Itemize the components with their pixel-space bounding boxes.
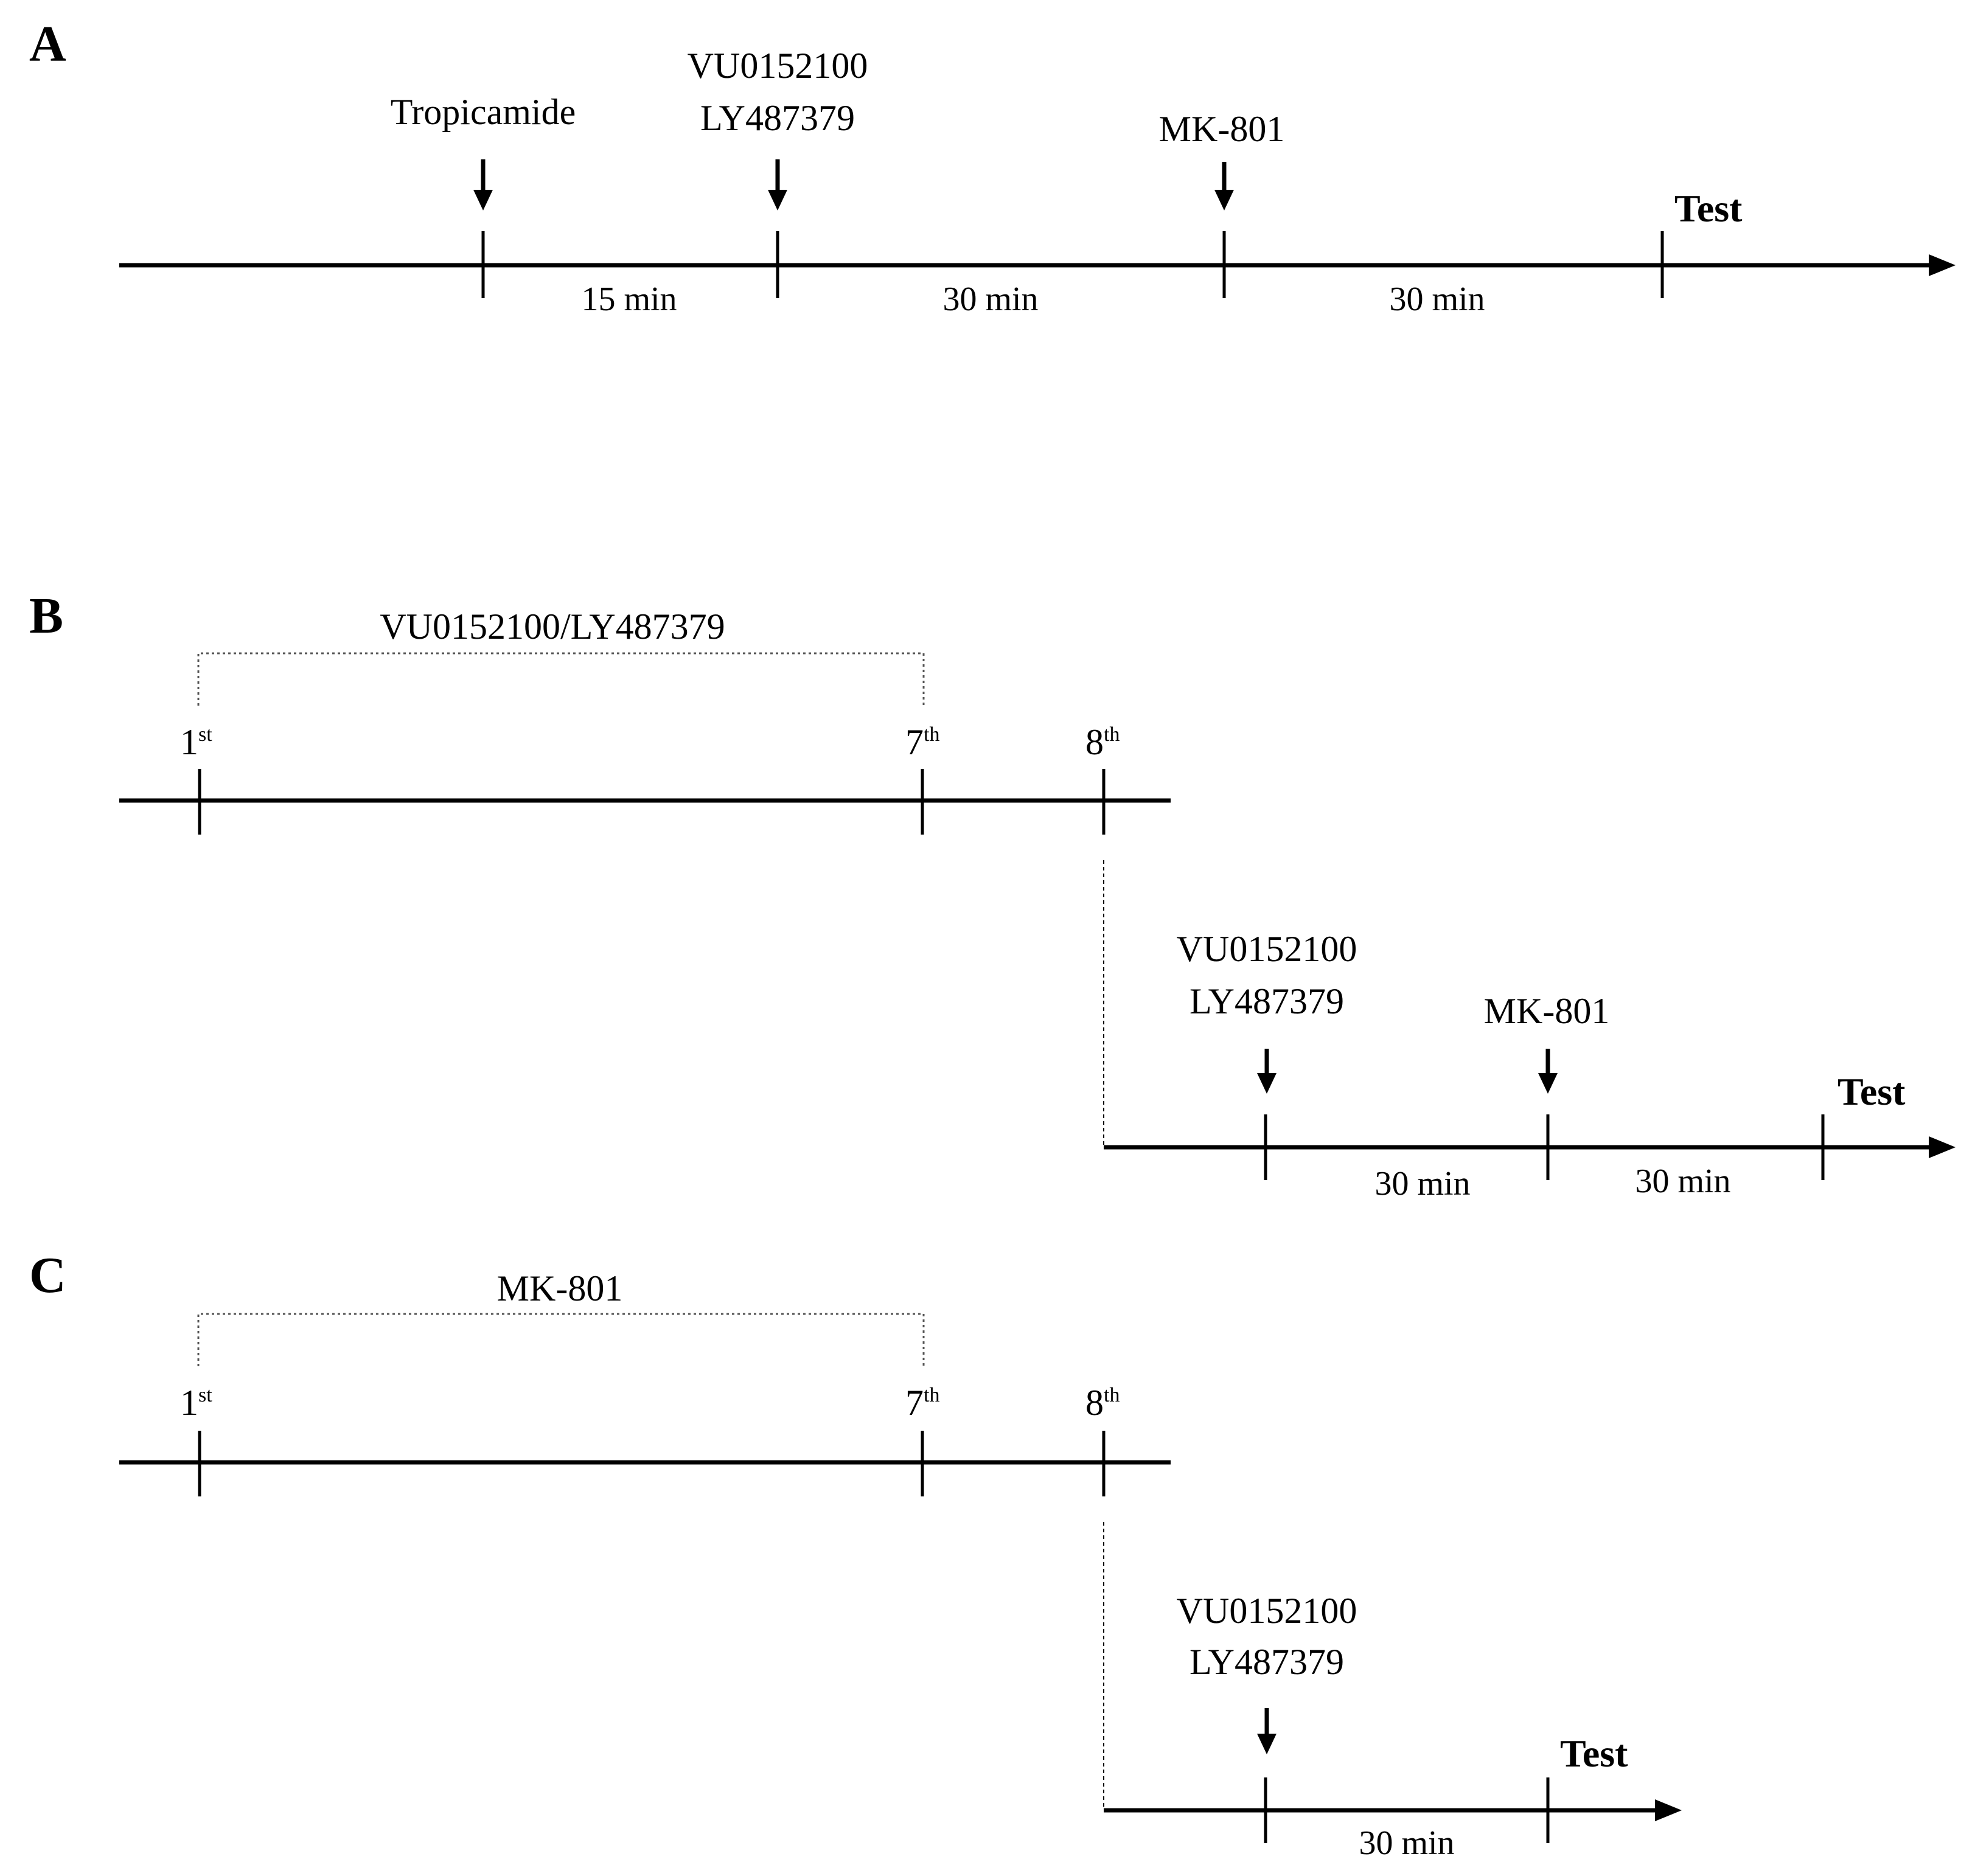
panel-b-day-8-number: 8 bbox=[1085, 722, 1104, 762]
panel-b-mk801-label: MK-801 bbox=[1484, 991, 1610, 1031]
panel-b-drug-label-line2: LY487379 bbox=[1190, 981, 1344, 1021]
panel-b-day-1-suffix: st bbox=[198, 723, 212, 746]
panel-c-day-1-number: 1 bbox=[180, 1383, 198, 1423]
panel-c-day-1-label: 1st bbox=[180, 1383, 212, 1423]
panel-a-test-label: Test bbox=[1674, 187, 1743, 230]
panel-b-arrow-drug bbox=[1257, 1049, 1277, 1094]
panel-c-arrow-drug bbox=[1257, 1708, 1277, 1754]
panel-c-day-8-number: 8 bbox=[1085, 1383, 1104, 1423]
panel-c-day-7-suffix: th bbox=[924, 1384, 939, 1406]
panel-c-day-8-label: 8th bbox=[1085, 1383, 1120, 1423]
panel-a-mk801-label: MK-801 bbox=[1159, 109, 1285, 149]
panel-b-arrow-mk801 bbox=[1538, 1049, 1558, 1094]
panel-b-day-7-suffix: th bbox=[924, 723, 939, 746]
panel-b-day-8-suffix: th bbox=[1104, 723, 1120, 746]
panel-c-drug-label-line1: VU0152100 bbox=[1177, 1591, 1357, 1631]
panel-c-day-1-suffix: st bbox=[198, 1384, 212, 1406]
panel-b-interval-2: 30 min bbox=[1635, 1162, 1730, 1200]
panel-b-day-7-label: 7th bbox=[905, 722, 939, 762]
panel-b-day-8-label: 8th bbox=[1085, 722, 1120, 762]
panel-a-letter: A bbox=[29, 16, 66, 72]
panel-a-tropicamide-label: Tropicamide bbox=[391, 92, 576, 132]
panel-b-axis-arrowhead bbox=[1929, 1136, 1956, 1158]
panel-a-drug-label-line1: VU0152100 bbox=[688, 46, 868, 86]
panel-b-letter: B bbox=[29, 588, 63, 644]
panel-a-interval-3: 30 min bbox=[1389, 280, 1485, 318]
panel-c-treatment-bracket bbox=[197, 1313, 925, 1366]
panel-c-test-label: Test bbox=[1560, 1732, 1628, 1775]
panel-a-arrow-tropicamide bbox=[473, 159, 493, 210]
panel-c-interval-1: 30 min bbox=[1359, 1824, 1454, 1862]
panel-c-day-8-suffix: th bbox=[1104, 1384, 1120, 1406]
panel-b-interval-1: 30 min bbox=[1374, 1165, 1470, 1203]
panel-c-day-7-number: 7 bbox=[905, 1383, 924, 1423]
panel-b-day-1-label: 1st bbox=[180, 722, 212, 762]
panel-c: C MK-801 1st 7th 8th VU0152100 LY487379 … bbox=[29, 1247, 1682, 1862]
panel-a-axis-arrowhead bbox=[1929, 254, 1956, 276]
panel-c-day-7-label: 7th bbox=[905, 1383, 939, 1423]
panel-b: B VU0152100/LY487379 1st 7th 8th VU01521… bbox=[29, 588, 1956, 1203]
panel-b-drug-label-line1: VU0152100 bbox=[1177, 929, 1357, 969]
panel-b-day-1-number: 1 bbox=[180, 722, 198, 762]
panel-a-drug-label-line2: LY487379 bbox=[700, 98, 855, 138]
panel-a-arrow-drug bbox=[768, 159, 787, 210]
panel-b-treatment-bracket bbox=[197, 652, 925, 706]
panel-a: A Tropicamide VU0152100 LY487379 MK-801 … bbox=[29, 16, 1956, 318]
panel-b-test-label: Test bbox=[1837, 1070, 1906, 1113]
panel-b-day-7-number: 7 bbox=[905, 722, 924, 762]
panel-a-interval-1: 15 min bbox=[581, 280, 677, 318]
panel-c-axis-arrowhead bbox=[1655, 1799, 1682, 1821]
panel-a-arrow-mk801 bbox=[1214, 162, 1234, 210]
panel-c-letter: C bbox=[29, 1247, 66, 1304]
panel-b-bracket-label: VU0152100/LY487379 bbox=[380, 606, 725, 647]
panel-c-drug-label-line2: LY487379 bbox=[1190, 1642, 1344, 1682]
panel-a-interval-2: 30 min bbox=[942, 280, 1038, 318]
panel-c-bracket-label: MK-801 bbox=[497, 1268, 623, 1308]
